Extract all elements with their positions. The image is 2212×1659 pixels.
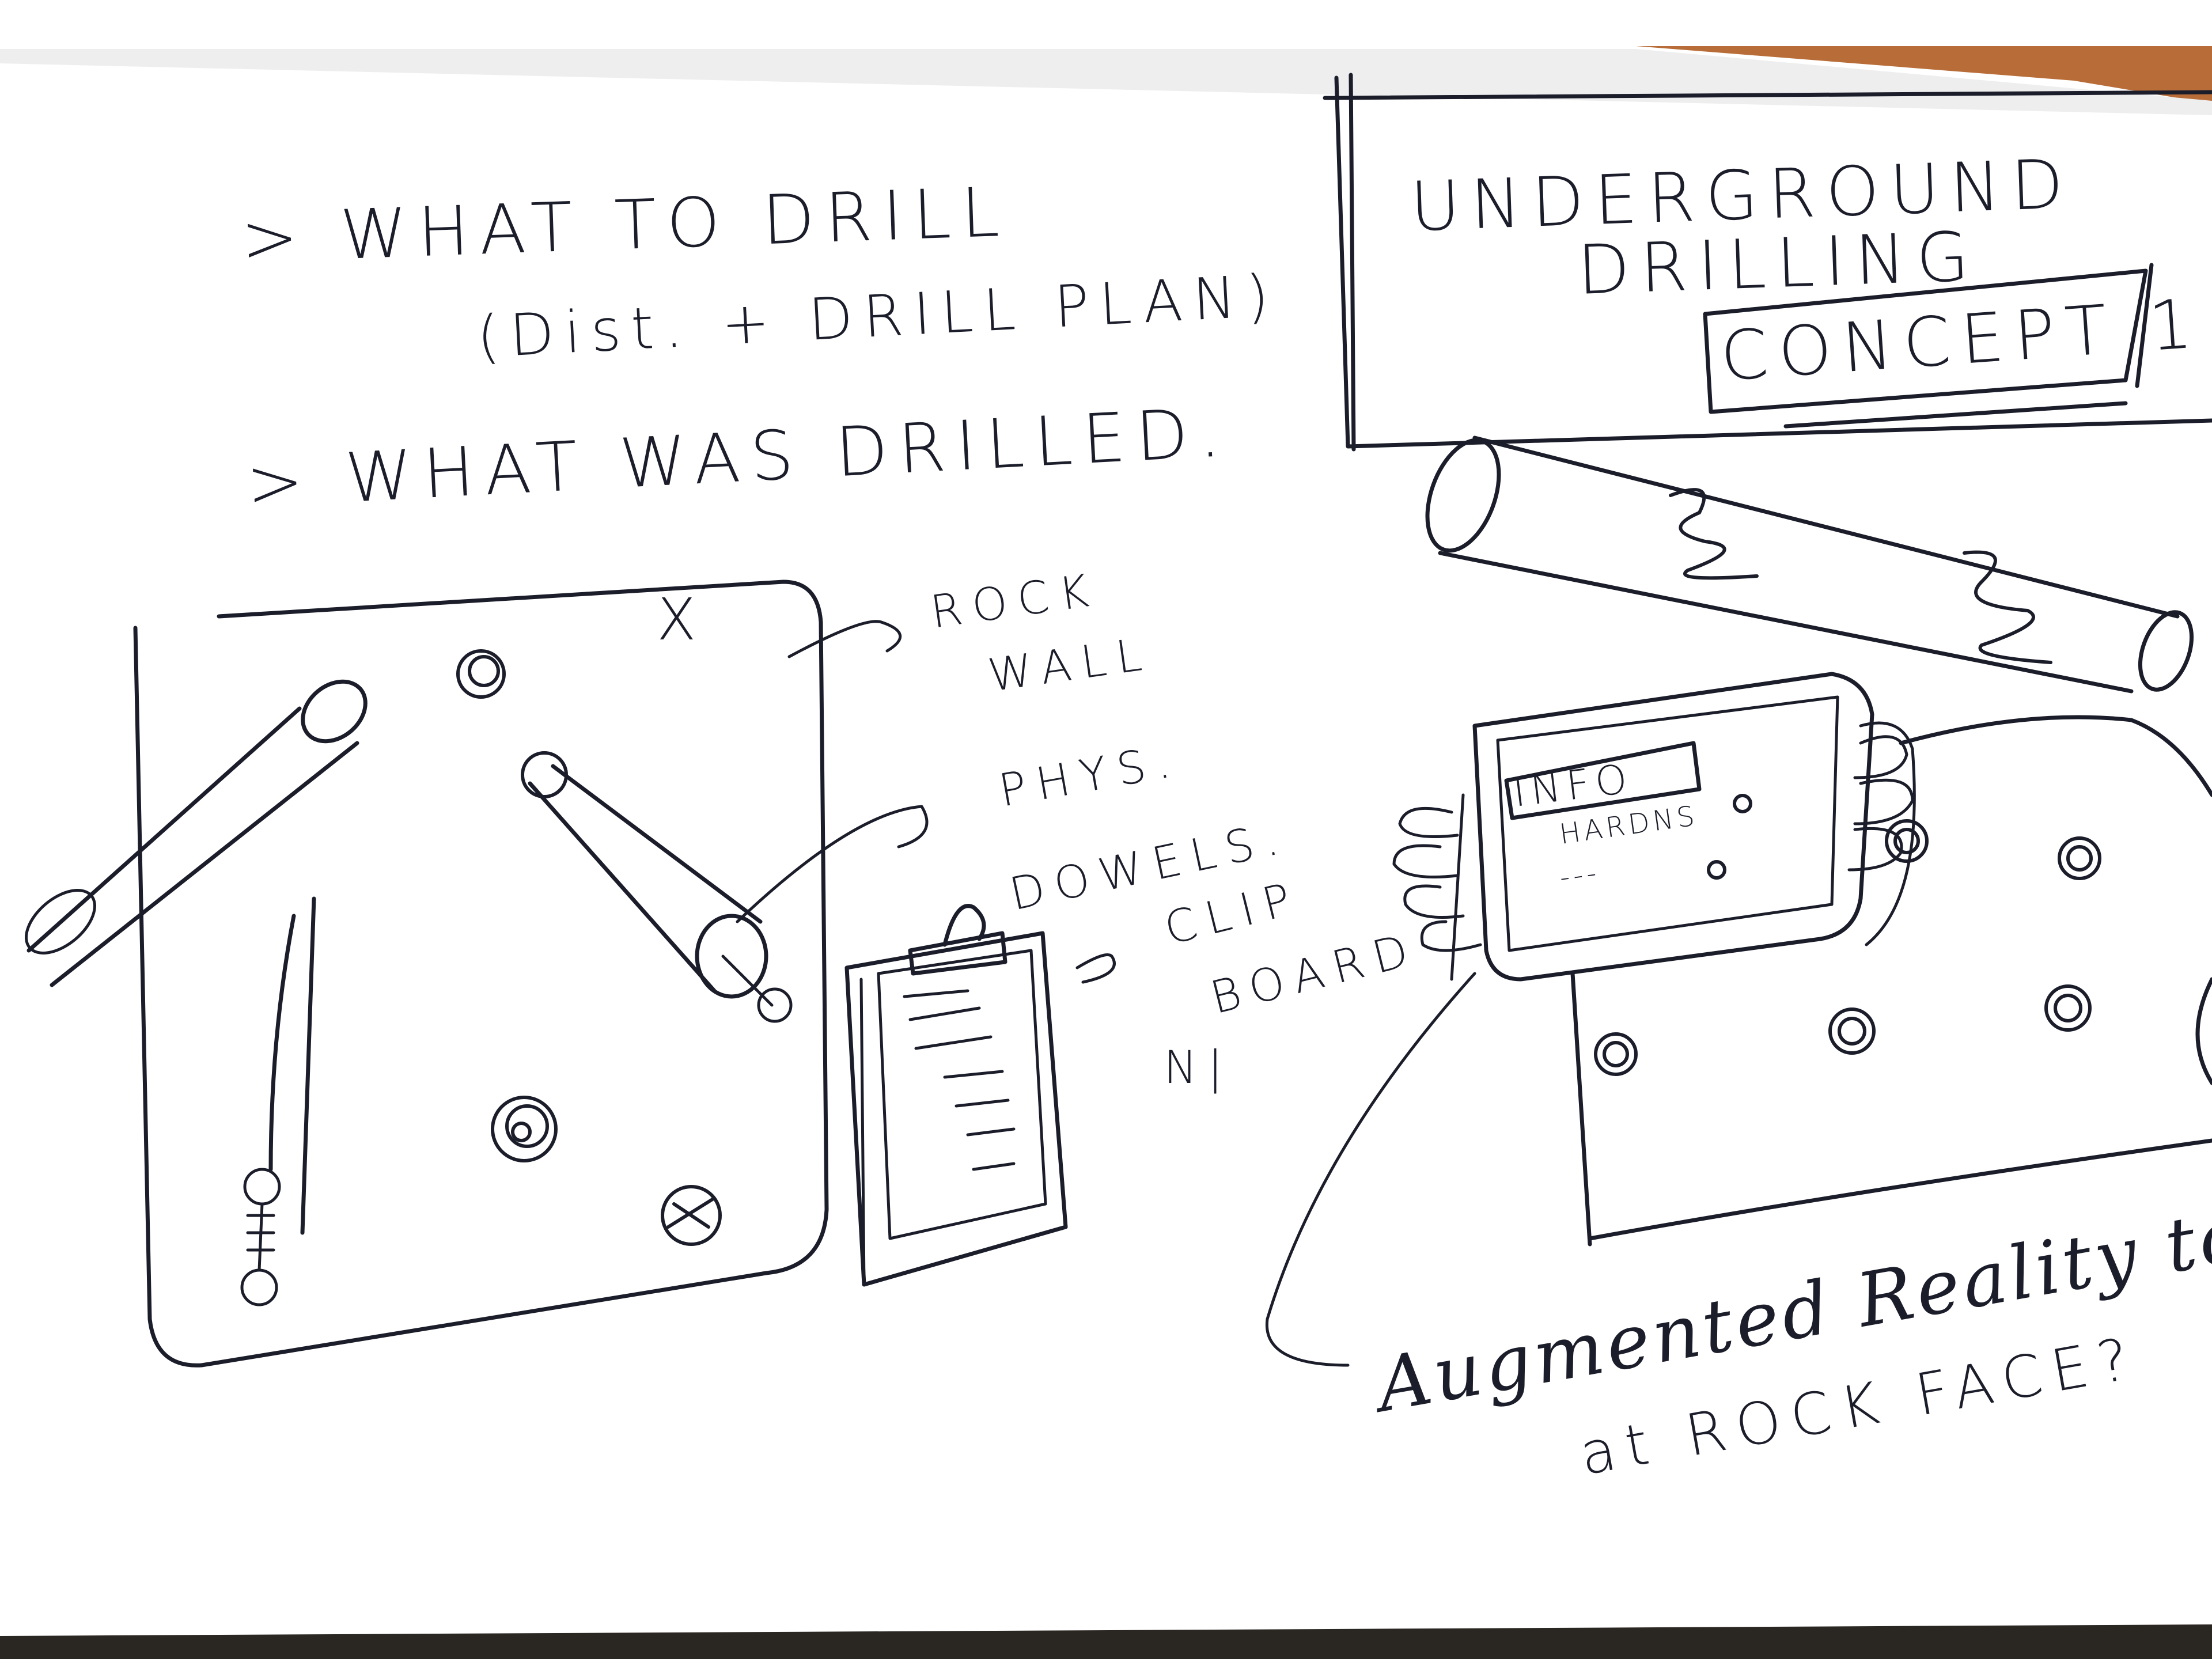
right-hand bbox=[1847, 721, 1916, 946]
dowel-vertical bbox=[240, 896, 316, 1306]
rock-hole-4 bbox=[2044, 984, 2092, 1032]
label-n: N| bbox=[1164, 1042, 1233, 1094]
drill-hole-top bbox=[456, 649, 506, 699]
tablet-info-box bbox=[1504, 741, 1702, 820]
tablet-dot-2 bbox=[1707, 860, 1726, 880]
rock-hole-2 bbox=[2058, 836, 2101, 880]
rock-hole-3 bbox=[1828, 1007, 1876, 1055]
tablet-screen bbox=[1496, 695, 1839, 952]
drill-hole-bottom-right bbox=[661, 1185, 722, 1246]
rock-wall-outline bbox=[133, 579, 829, 1368]
clipboard-leader bbox=[1075, 953, 1116, 984]
clipboard-clip bbox=[908, 904, 1007, 976]
tablet-dot-1 bbox=[1733, 794, 1752, 813]
dowel-leader bbox=[736, 805, 929, 923]
title-box-frame bbox=[1323, 73, 2212, 452]
clipboard-body bbox=[844, 931, 1068, 1287]
tablet-frame bbox=[1472, 672, 1874, 982]
clipboard-paper bbox=[859, 949, 1047, 1286]
rock-face-outline bbox=[1570, 715, 2212, 1247]
tablet-dashes: --- bbox=[1558, 857, 1602, 894]
concept-box bbox=[1703, 263, 2154, 429]
rock-wall-leader bbox=[787, 620, 902, 658]
left-hand bbox=[1392, 793, 1482, 981]
wood-table-corner bbox=[1636, 46, 2212, 104]
rock-hole-5 bbox=[1594, 1032, 1638, 1076]
dowel-angled bbox=[521, 751, 793, 1023]
drill-hole-mid bbox=[491, 1096, 558, 1162]
dowel-tube-right bbox=[1425, 435, 2194, 694]
dowel-left-diagonal bbox=[25, 679, 368, 987]
rock-wall-x-mark: X bbox=[657, 586, 707, 653]
title-drilling: DRILLING bbox=[1576, 217, 1980, 310]
rock-hole-1 bbox=[1885, 819, 1929, 863]
clipboard-lines bbox=[903, 989, 1016, 1171]
caption-leader bbox=[1265, 972, 1476, 1367]
paper-shadow-top bbox=[0, 49, 2212, 115]
paper-shadow-bottom bbox=[0, 1624, 2212, 1659]
